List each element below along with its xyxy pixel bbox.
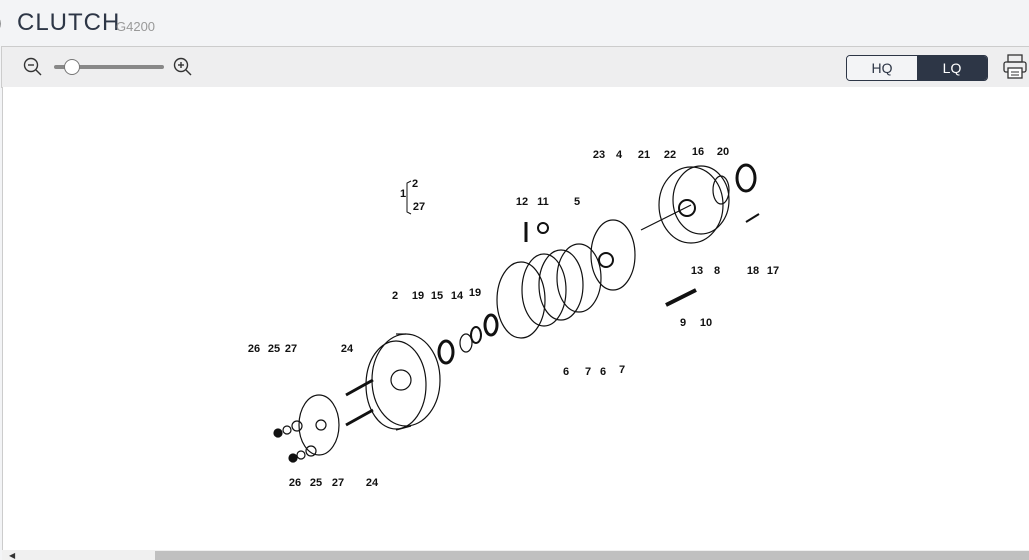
callout-label[interactable]: 14	[451, 290, 464, 302]
callout-label[interactable]: 27	[332, 477, 344, 489]
lq-button[interactable]: LQ	[917, 56, 987, 80]
callout-label[interactable]: 2	[412, 178, 418, 190]
callout-label[interactable]: 27	[413, 201, 425, 213]
part-clutch-plates	[496, 243, 602, 339]
page-title: CLUTCH	[17, 9, 121, 36]
callout-label[interactable]: 17	[767, 265, 779, 277]
callout-label[interactable]: 11	[537, 196, 549, 208]
callout-label[interactable]: 23	[593, 149, 605, 161]
part-pressure-plate	[590, 219, 636, 291]
toolbar: HQ LQ	[1, 46, 1029, 88]
back-icon[interactable]: )	[0, 9, 2, 37]
callout-label[interactable]: 24	[366, 477, 379, 489]
callout-label[interactable]: 24	[341, 343, 354, 355]
callout-label[interactable]: 4	[616, 149, 623, 161]
scroll-left-arrow-icon[interactable]: ◀	[9, 551, 16, 560]
callout-label[interactable]: 19	[412, 290, 424, 302]
callout-label[interactable]: 15	[431, 290, 443, 302]
zoom-out-icon[interactable]	[23, 57, 43, 77]
scrollbar-thumb[interactable]	[155, 551, 1029, 560]
part-cover	[640, 165, 730, 244]
callout-label[interactable]: 5	[574, 196, 580, 208]
callout-label[interactable]: 7	[619, 364, 625, 376]
callout-label[interactable]: 16	[692, 146, 704, 158]
part-pin	[524, 222, 549, 242]
hq-button[interactable]: HQ	[847, 56, 917, 80]
horizontal-scrollbar[interactable]: ◀	[2, 550, 1029, 560]
part-code: G4200	[116, 19, 156, 34]
part-bolts	[345, 378, 374, 427]
callout-label[interactable]: 26	[289, 477, 301, 489]
callout-label[interactable]: 22	[664, 149, 676, 161]
callout-label[interactable]: 18	[747, 265, 759, 277]
callout-label[interactable]: 1	[400, 188, 406, 200]
callout-label[interactable]: 19	[469, 287, 481, 299]
callout-label[interactable]: 26	[248, 343, 260, 355]
callout-label[interactable]: 2	[392, 290, 398, 302]
part-backplate	[298, 394, 340, 456]
callout-label[interactable]: 6	[600, 366, 606, 378]
part-bearing-top	[712, 163, 757, 205]
callout-label[interactable]: 7	[585, 366, 591, 378]
quality-toggle: HQ LQ	[846, 55, 988, 81]
callout-label[interactable]: 8	[714, 265, 720, 277]
callout-label[interactable]: 6	[563, 366, 569, 378]
part-screw	[665, 213, 760, 307]
zoom-slider-knob[interactable]	[64, 59, 80, 75]
print-icon[interactable]	[1003, 54, 1027, 80]
callout-label[interactable]: 10	[700, 317, 712, 329]
callout-label[interactable]: 12	[516, 196, 528, 208]
callout-label[interactable]: 20	[717, 146, 729, 158]
part-bearings	[437, 313, 499, 365]
callout-label[interactable]: 25	[310, 477, 322, 489]
callout-label[interactable]: 21	[638, 149, 650, 161]
zoom-slider[interactable]	[54, 59, 164, 75]
title-bar: ) CLUTCH G4200	[0, 0, 1029, 46]
callout-label[interactable]: 9	[680, 317, 686, 329]
part-bell-drum	[365, 333, 441, 431]
callout-label[interactable]: 25	[268, 343, 280, 355]
part-nuts	[273, 420, 317, 463]
callout-label[interactable]: 27	[285, 343, 297, 355]
zoom-in-icon[interactable]	[173, 57, 193, 77]
callout-label[interactable]: 13	[691, 265, 703, 277]
